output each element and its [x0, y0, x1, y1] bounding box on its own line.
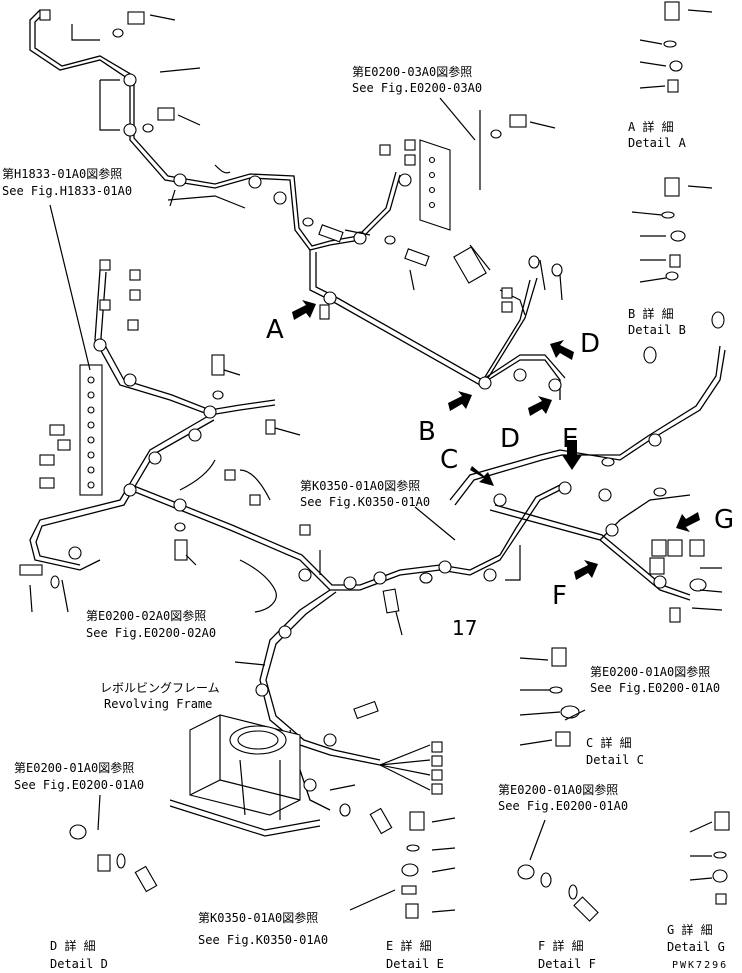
detail-e-jp: E 詳 細 [386, 938, 432, 953]
view-letter-c: C [440, 445, 458, 475]
view-arrow-a [292, 300, 316, 320]
detail-g-jp: G 詳 細 [667, 922, 713, 937]
detail-b-en: Detail B [628, 323, 686, 337]
detail-a-en: Detail A [628, 136, 687, 150]
bolts [19, 11, 599, 922]
ref-e0200-01a0-d-jp: 第E0200-01A0図参照 [14, 760, 134, 775]
revolving-frame-jp: レボルビングフレーム [100, 681, 220, 695]
ref-e0200-01a0-c-en: See Fig.E0200-01A0 [590, 681, 720, 695]
revolving-frame-en: Revolving Frame [104, 697, 212, 711]
detail-a-parts [663, 1, 683, 93]
detail-d-jp: D 詳 細 [50, 938, 96, 953]
ref-e0200-02a0-en: See Fig.E0200-02A0 [86, 626, 216, 640]
detail-f-parts [517, 864, 552, 888]
clamps [68, 73, 667, 792]
detail-g-parts [712, 811, 730, 905]
ref-k0350-01a0-e-en: See Fig.K0350-01A0 [198, 933, 328, 947]
ref-e0200-02a0-jp: 第E0200-02A0図参照 [86, 608, 206, 623]
detail-g-en: Detail G [667, 940, 725, 954]
ref-e0200-01a0-f-jp: 第E0200-01A0図参照 [498, 782, 618, 797]
ref-k0350-01a0-e-jp: 第K0350-01A0図参照 [198, 910, 318, 925]
detail-e-en: Detail E [386, 957, 444, 971]
view-arrow-d-upper [550, 340, 574, 360]
detail-c-parts [549, 647, 580, 747]
view-letter-d-lower: D [500, 424, 520, 454]
part-number-17: 17 [452, 616, 477, 640]
ref-k0350-01a0-jp: 第K0350-01A0図参照 [300, 478, 420, 493]
view-letter-a: A [266, 315, 284, 345]
leader-lines [29, 9, 723, 913]
detail-e-parts [401, 811, 425, 919]
detail-f-jp: F 詳 細 [538, 938, 584, 953]
view-arrow-g [676, 512, 700, 532]
view-arrows [292, 300, 700, 580]
detail-b-jp: B 詳 細 [628, 306, 674, 321]
ref-e0200-01a0-d-en: See Fig.E0200-01A0 [14, 778, 144, 792]
detail-c-jp: C 詳 細 [586, 735, 632, 750]
view-letter-b: B [418, 417, 436, 447]
detail-d-en: Detail D [50, 957, 108, 971]
view-letter-f: F [552, 581, 567, 611]
detail-d-parts [69, 824, 111, 872]
view-letter-d-upper: D [580, 329, 600, 359]
view-arrow-b [448, 391, 472, 411]
labels: 第E0200-03A0図参照 See Fig.E0200-03A0 第H1833… [2, 64, 734, 971]
group-g-parts [528, 255, 725, 592]
harness-pipes [29, 9, 726, 811]
ref-h1833-01a0-jp: 第H1833-01A0図参照 [2, 166, 122, 181]
view-arrow-e [562, 455, 582, 470]
view-arrow-d-lower [528, 396, 552, 416]
ref-k0350-01a0-en: See Fig.K0350-01A0 [300, 495, 430, 509]
ref-e0200-01a0-f-en: See Fig.E0200-01A0 [498, 799, 628, 813]
ref-e0200-01a0-c-jp: 第E0200-01A0図参照 [590, 664, 710, 679]
ref-e0200-03a0-en: See Fig.E0200-03A0 [352, 81, 482, 95]
connectors [39, 9, 681, 795]
fuse-block [39, 364, 103, 496]
drawing-code: PWK7296 [672, 960, 728, 971]
detail-b-parts [661, 177, 686, 281]
ref-e0200-03a0-jp: 第E0200-03A0図参照 [352, 64, 472, 79]
revolving-frame [169, 714, 321, 837]
ref-h1833-01a0-en: See Fig.H1833-01A0 [2, 184, 132, 198]
view-arrow-f [574, 560, 598, 580]
detail-c-en: Detail C [586, 753, 644, 767]
detail-a-jp: A 詳 細 [628, 119, 674, 134]
detail-f-en: Detail F [538, 957, 596, 971]
view-letter-g: G [714, 505, 734, 535]
view-letter-e: E [562, 424, 578, 454]
relay-panel [419, 110, 491, 284]
view-arrow-c [470, 466, 494, 486]
